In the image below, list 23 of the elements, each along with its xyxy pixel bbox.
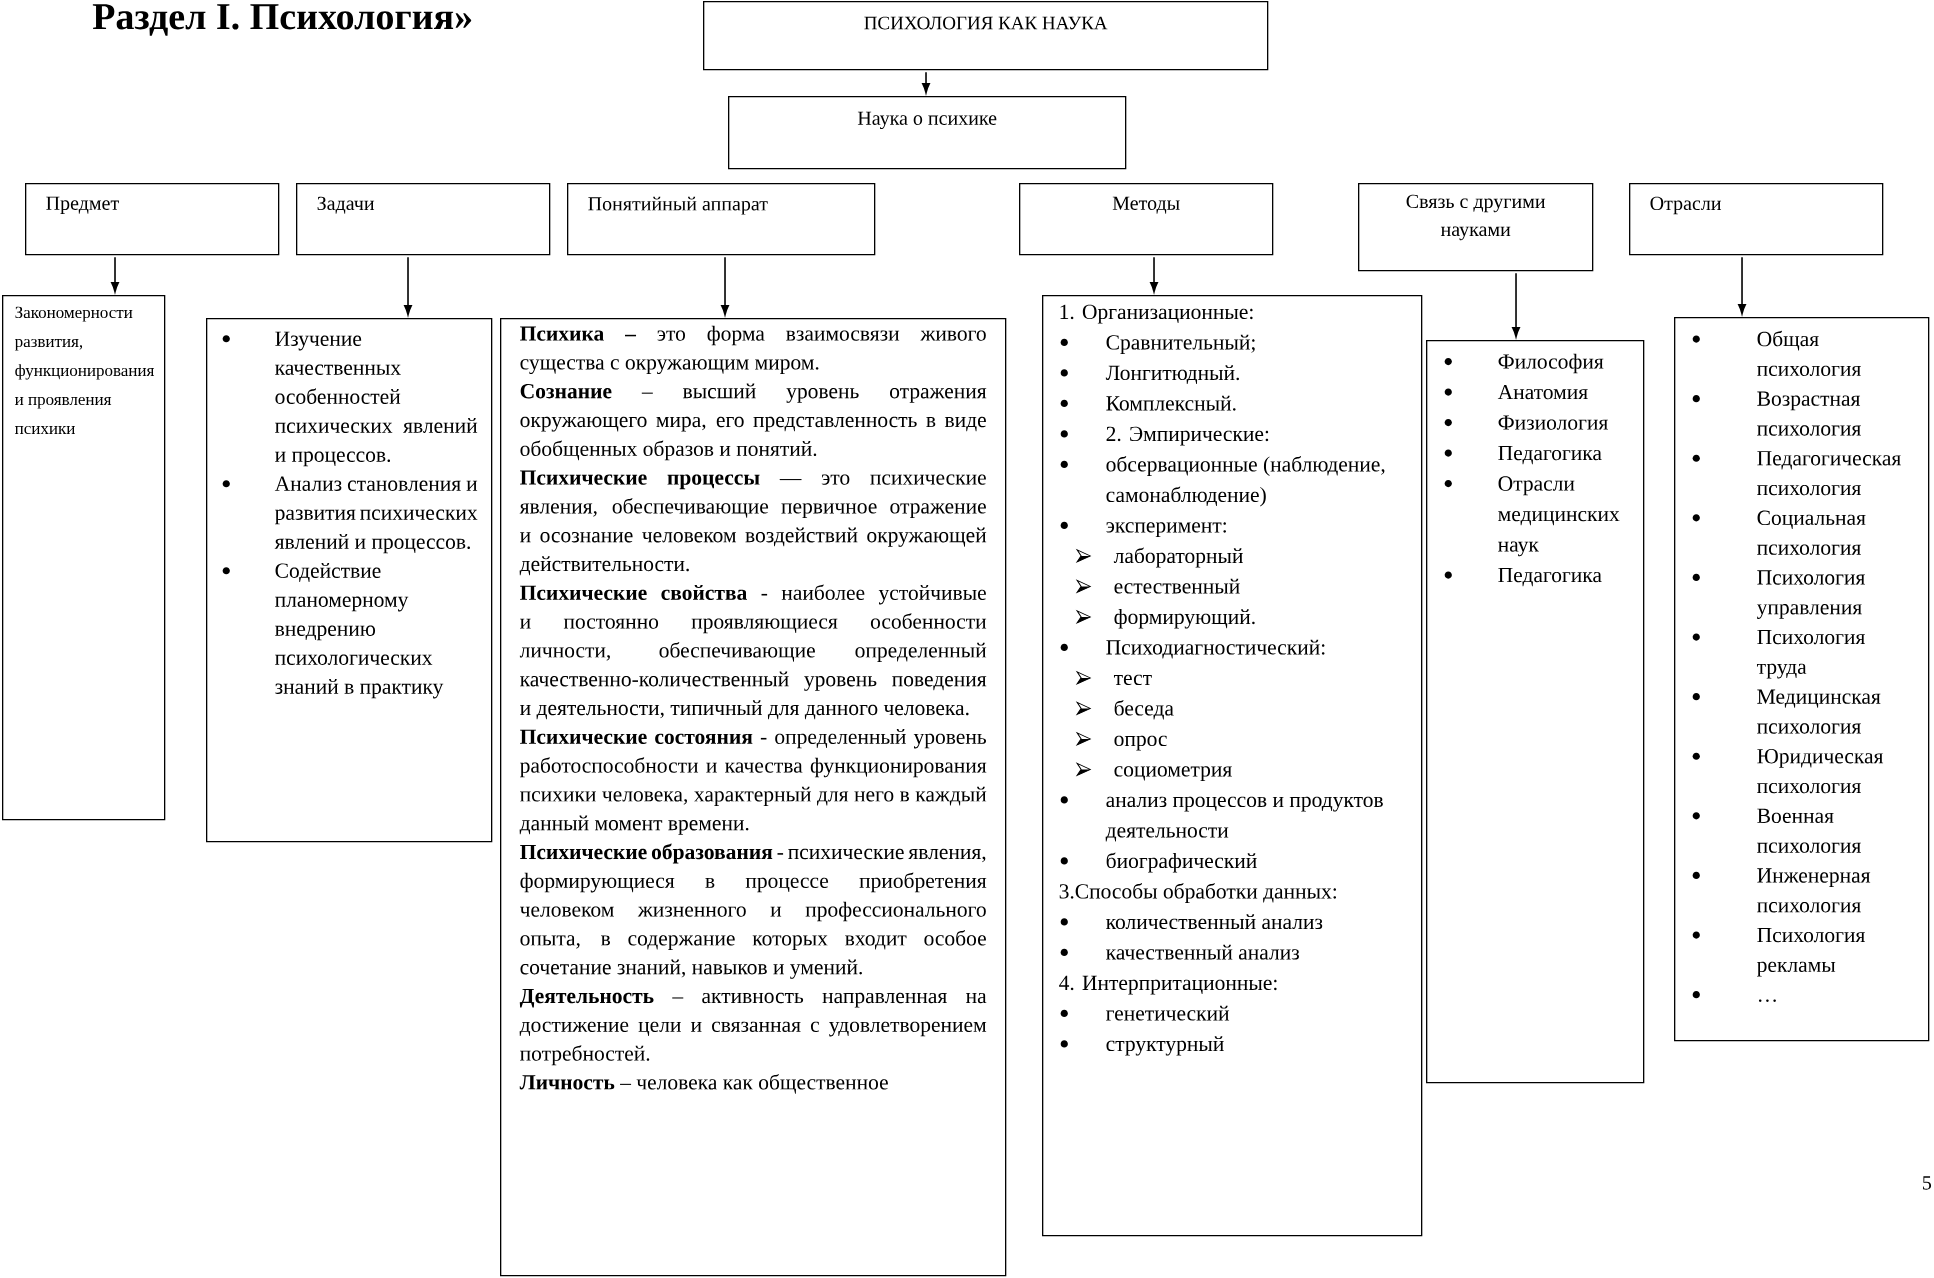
category-box: Задачи: [296, 183, 551, 256]
definition-box: Психика – это форма взаимосвязи живого существа с окружающим миром. Сознание – высший уровень отражения окружающего мира, его представленность в виде обобщенных образов и понятий. Психические процессы — это психические явления, обеспечивающие первичное отражение и осознание человеком воздействий окружающей действительности. Психические свойства - наиболее устойчивые и постоянно проявляющиеся особенности личности, обеспечивающие определенный качественно-количественный уровень поведения и деятельности, типичный для данного человека. Психические состояния - определенный уровень работоспособности и качества функционирования психики человека, характерный для него в каждый данный момент времени. Психические образования - психические явления, формирующиеся в процессе приобретения человеком жизненного и профессионального опыта, в содержание которых входит особое сочетание знаний, навыков и умений. Деятельность – активность направленная на достижение цели и связанная с удовлетворением потребностей. Личность – человека как общественное: [500, 318, 1007, 1277]
category-box: Понятийный аппарат: [567, 183, 876, 256]
category-box: Предмет: [25, 183, 280, 256]
category-box: Отрасли: [1629, 183, 1884, 256]
arrow: [721, 256, 729, 316]
list-box: Философия Анатомия Физиология Педагогика Отрасли медицинских наук Педагогика: [1426, 340, 1645, 1084]
arrow: [1150, 256, 1158, 293]
arrow: [1738, 256, 1746, 315]
arrow: [1512, 272, 1520, 338]
list-box: Закономерности развития, функционирования и проявления психики: [2, 295, 166, 821]
category-box: Методы: [1019, 183, 1274, 256]
list-box: Общая психология Возрастная психология Педагогическая психология Социальная психология Психология управления Психология труда Медицинская психология Юридическая психология Военная психология Инженерная психология Психология рекламы …: [1674, 317, 1930, 1042]
arrow: [922, 71, 930, 94]
arrow: [404, 256, 412, 316]
page-number: 5: [1923, 1176, 1932, 1190]
page-title: Раздел I. Психология»: [92, 4, 472, 36]
heading-box: ПСИХОЛОГИЯ КАК НАУКА: [703, 1, 1269, 71]
list-box: 1. Организационные: Сравнительный; Лонгитюдный. Комплексный. 2. Эмпирические: обсервационные (наблюдение, самонаблюдение) эксперимент: лабораторный естественный формирующий. Психодиагностический: тест беседа опрос социометрия анализ процессов и продуктов деятельности биографический 3.Способы обработки данных: количественный анализ качественный анализ 4. Интерпритационные: генетический структурный: [1042, 295, 1423, 1237]
category-box: Связь с другими науками: [1358, 183, 1594, 272]
heading-box: Наука о психике: [728, 96, 1127, 170]
arrow: [111, 256, 119, 293]
list-box: Изучение качественных особенностей психических явлений и процессов. Анализ становления и развития психических явлений и процессов. Содействие планомерному внедрению психологических знаний в практику: [206, 318, 493, 843]
